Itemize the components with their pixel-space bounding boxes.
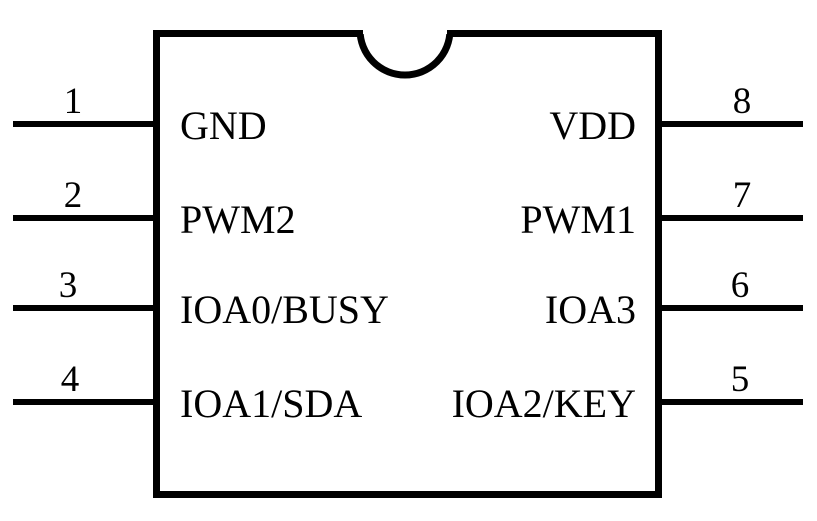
package-body-outline [153, 30, 662, 498]
pin-number-2: 2 [64, 175, 83, 216]
pin-label-pwm1: PWM1 [520, 197, 636, 242]
pin-label-gnd: GND [180, 103, 267, 148]
pin-label-ioa2-key: IOA2/KEY [452, 381, 636, 426]
pin-number-5: 5 [731, 359, 750, 400]
pin-label-pwm2: PWM2 [180, 197, 296, 242]
pin-number-7: 7 [733, 175, 752, 216]
pin-number-6: 6 [731, 265, 750, 306]
pin-number-8: 8 [733, 81, 752, 122]
pin-label-ioa1-sda: IOA1/SDA [180, 381, 362, 426]
pin-number-1: 1 [64, 81, 83, 122]
pin-label-vdd: VDD [549, 103, 636, 148]
pin-label-ioa3: IOA3 [545, 287, 636, 332]
pin-number-3: 3 [59, 265, 78, 306]
package-notch-icon [356, 29, 454, 79]
pin-number-4: 4 [61, 359, 80, 400]
pin-label-ioa0-busy: IOA0/BUSY [180, 287, 389, 332]
